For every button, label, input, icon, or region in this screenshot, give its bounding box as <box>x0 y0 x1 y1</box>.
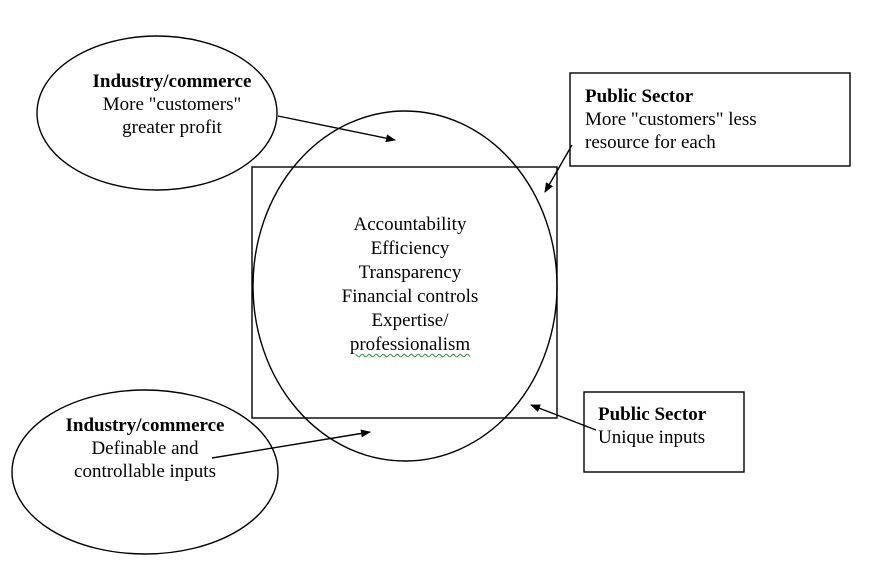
public-top-label: Public Sector More "customers" less reso… <box>585 85 757 154</box>
center-item-accountability: Accountability <box>353 214 467 235</box>
industry-bottom-ellipse <box>11 389 279 555</box>
public-top-title: Public Sector <box>585 86 694 107</box>
public-top-line2: resource for each <box>585 132 716 153</box>
arrow-public-top <box>544 144 573 193</box>
arrow-industry-top <box>277 115 396 143</box>
industry-top-line2: greater profit <box>122 117 222 138</box>
industry-bottom-line2: controllable inputs <box>74 461 216 482</box>
center-item-transparency: Transparency <box>358 262 462 283</box>
public-bottom-title: Public Sector <box>598 404 707 425</box>
public-bottom-label: Public Sector Unique inputs <box>598 403 706 449</box>
center-item-financial-controls: Financial controls <box>341 286 479 307</box>
public-bottom-line1: Unique inputs <box>598 427 706 448</box>
industry-top-title: Industry/commerce <box>92 71 252 92</box>
central-circle <box>252 110 558 462</box>
public-top-box <box>569 72 851 167</box>
industry-top-line1: More "customers" <box>102 94 242 115</box>
industry-bottom-title: Industry/commerce <box>65 415 225 436</box>
arrow-industry-bottom <box>211 429 371 459</box>
center-item-expertise: Expertise/ <box>371 310 449 331</box>
public-bottom-box <box>583 391 745 473</box>
arrow-public-bottom <box>530 404 597 431</box>
public-top-line1: More "customers" less <box>585 109 757 130</box>
industry-bottom-label: Industry/commerce Definable and controll… <box>50 414 240 483</box>
industry-top-label: Industry/commerce More "customers" great… <box>77 70 267 139</box>
industry-top-ellipse <box>36 35 278 191</box>
center-item-professionalism: professionalism <box>349 334 471 355</box>
center-item-efficiency: Efficiency <box>370 238 450 259</box>
industry-bottom-line1: Definable and <box>91 438 199 459</box>
center-label: Accountability Efficiency Transparency F… <box>300 213 520 357</box>
